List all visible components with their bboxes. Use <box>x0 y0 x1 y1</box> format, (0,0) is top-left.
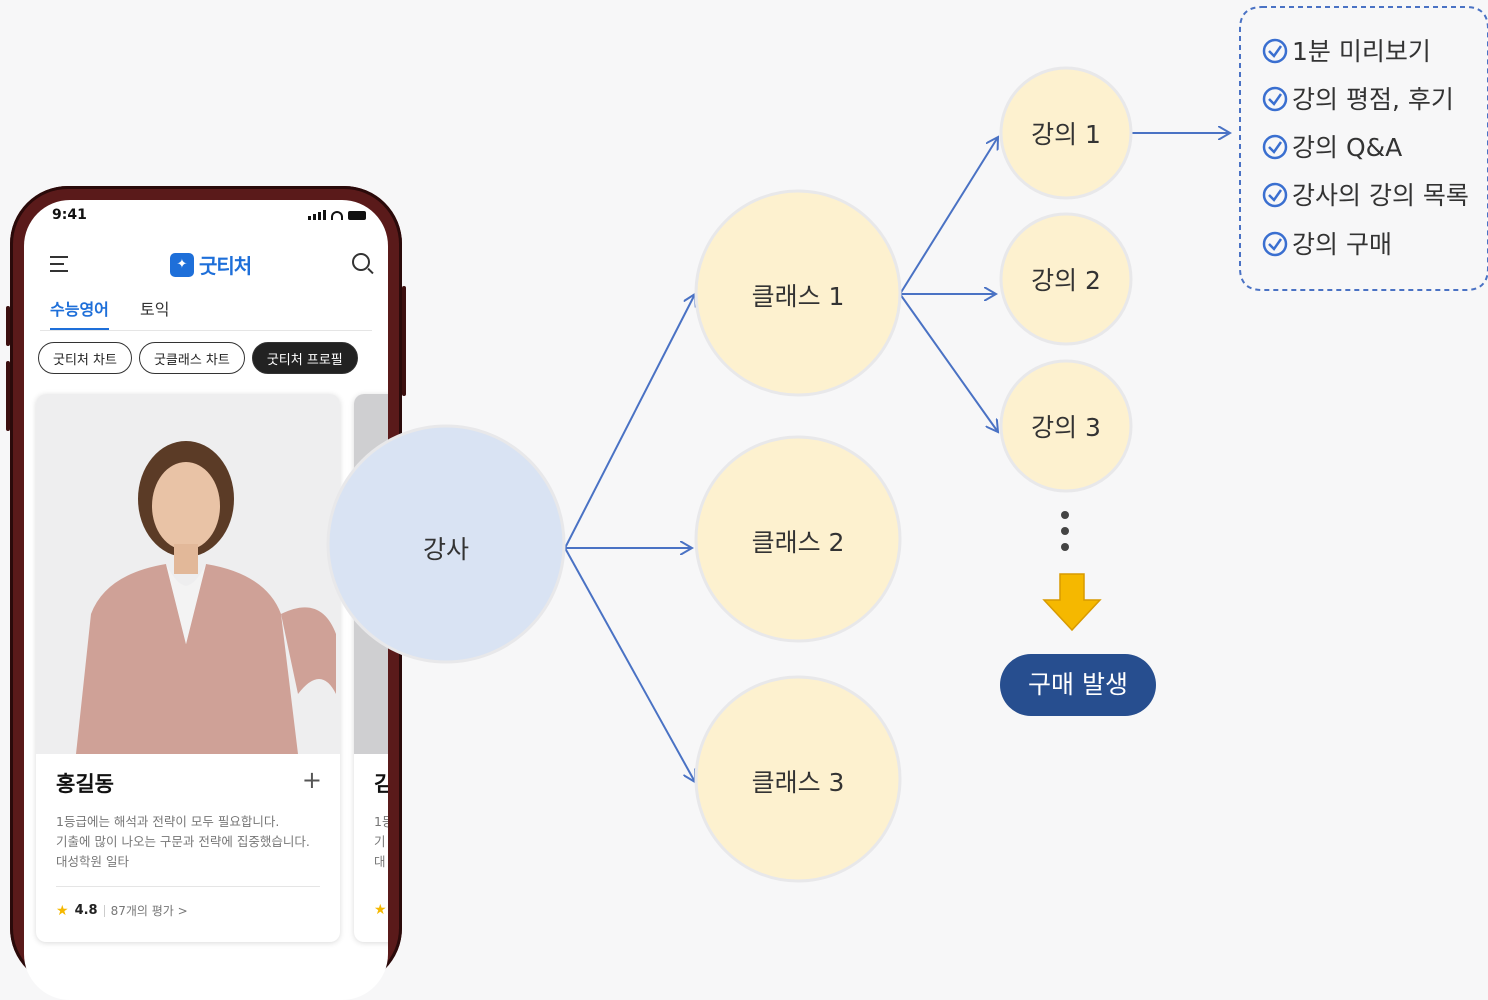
divider <box>56 886 320 887</box>
more-dots-icon <box>1061 511 1069 551</box>
class-node-2 <box>694 435 902 643</box>
checklist-item: 강의 평점, 후기 <box>1262 85 1454 114</box>
search-icon[interactable] <box>352 253 370 271</box>
star-icon: ★ <box>374 902 387 918</box>
edge-class1-lecture3 <box>899 293 998 432</box>
checklist-item: 강의 구매 <box>1262 230 1392 259</box>
phone-side-button <box>6 361 10 431</box>
purchase-label: 구매 발생 <box>1028 670 1128 699</box>
class-node-3 <box>694 675 902 883</box>
check-circle-icon <box>1262 86 1288 112</box>
checklist-item-label: 강의 구매 <box>1292 230 1392 259</box>
status-bar: 9:41 <box>24 200 388 236</box>
lecture-node-3 <box>999 359 1133 493</box>
rating-row[interactable]: ★ 4.8 87개의 평가 > <box>56 902 188 919</box>
teacher-name: 홍길동 <box>56 772 114 796</box>
chip-teacher-profile[interactable]: 굿티처 프로필 <box>251 342 358 374</box>
phone-mockup: 9:41 ✦ 굿티처 <box>6 186 406 1000</box>
description-line: 1등 <box>374 814 388 829</box>
description-line: 1등급에는 해석과 전략이 모두 필요합니다. <box>56 814 280 829</box>
app-header: ✦ 굿티처 <box>24 248 388 282</box>
checklist: 1분 미리보기 강의 평점, 후기 강의 Q&A 강사의 강의 목록 강의 구매 <box>1262 37 1469 259</box>
lecture-node-2 <box>999 212 1133 346</box>
rating-score: 4.8 <box>74 903 98 918</box>
description-line: 대 <box>374 854 386 869</box>
class-node-3-label: 클래스 3 <box>752 768 845 797</box>
status-time: 9:41 <box>52 207 87 223</box>
check-circle-icon <box>1262 182 1288 208</box>
divider <box>103 904 105 917</box>
checklist-item: 강사의 강의 목록 <box>1262 181 1469 210</box>
teacher-description: 1등급에는 해석과 전략이 모두 필요합니다. 기출에 많이 나오는 구문과 전… <box>56 812 328 872</box>
tab-suneung-english[interactable]: 수능영어 <box>50 296 109 330</box>
lecture-node-1 <box>999 66 1133 200</box>
flow-diagram: 강사 클래스 1 클래스 2 클래스 3 강의 1 강의 2 강의 3 구매 발… <box>326 6 1488 883</box>
category-tabs: 수능영어 토익 <box>40 296 372 331</box>
teacher-description: 1등 기 대 <box>374 812 388 872</box>
app-logo[interactable]: ✦ 굿티처 <box>170 250 252 279</box>
status-icons <box>308 210 366 220</box>
teacher-card[interactable]: 홍길동 + 1등급에는 해석과 전략이 모두 필요합니다. 기출에 많이 나오는… <box>36 394 340 942</box>
class-node-1 <box>694 189 902 397</box>
edge-class1-lecture1 <box>899 137 998 295</box>
checklist-item-label: 강의 평점, 후기 <box>1292 85 1454 114</box>
lecture-node-1-label: 강의 1 <box>1031 120 1101 149</box>
signal-icon <box>308 210 326 220</box>
purchase-badge <box>1000 654 1156 716</box>
check-circle-icon <box>1262 231 1288 257</box>
logo-badge-icon: ✦ <box>170 252 194 277</box>
menu-icon[interactable] <box>50 256 68 277</box>
checklist-item-label: 강의 Q&A <box>1292 133 1402 162</box>
class-node-1-label: 클래스 1 <box>752 282 845 311</box>
teacher-name: 김 <box>374 772 388 796</box>
check-circle-icon <box>1262 38 1288 64</box>
teacher-node-label: 강사 <box>423 535 469 564</box>
chip-class-chart[interactable]: 굿클래스 차트 <box>138 342 245 374</box>
phone-side-button <box>402 286 406 396</box>
lecture-node-3-label: 강의 3 <box>1031 413 1101 442</box>
teacher-photo <box>36 394 340 754</box>
star-icon: ★ <box>56 902 69 919</box>
chip-row: 굿티처 차트 굿클래스 차트 굿티처 프로필 <box>38 342 358 374</box>
tab-toeic[interactable]: 토익 <box>140 300 170 319</box>
review-count-link[interactable]: 87개의 평가 > <box>110 904 188 918</box>
description-line: 기출에 많이 나오는 구문과 전략에 집중했습니다. <box>56 834 310 849</box>
edge-teacher-class1 <box>564 294 695 549</box>
teacher-node <box>326 424 566 664</box>
wifi-icon <box>331 211 343 220</box>
logo-text: 굿티처 <box>199 254 252 278</box>
edge-teacher-class3 <box>564 547 695 782</box>
checklist-item-label: 1분 미리보기 <box>1292 37 1431 66</box>
plus-icon[interactable]: + <box>301 766 322 794</box>
lecture-node-2-label: 강의 2 <box>1031 266 1101 295</box>
battery-icon <box>348 211 366 220</box>
down-arrow-icon <box>1042 573 1102 632</box>
description-line: 대성학원 일타 <box>56 854 129 869</box>
class-node-2-label: 클래스 2 <box>752 528 845 557</box>
description-line: 기 <box>374 834 386 849</box>
checklist-item: 1분 미리보기 <box>1262 37 1431 66</box>
check-circle-icon <box>1262 134 1288 160</box>
checklist-item-label: 강사의 강의 목록 <box>1292 181 1469 210</box>
phone-side-button <box>6 306 10 346</box>
diagram-canvas: 9:41 ✦ 굿티처 <box>0 0 1488 970</box>
phone-screen: 9:41 ✦ 굿티처 <box>24 200 388 1000</box>
checklist-item: 강의 Q&A <box>1262 133 1402 162</box>
chip-teacher-chart[interactable]: 굿티처 차트 <box>38 342 132 374</box>
checklist-box <box>1239 6 1488 291</box>
